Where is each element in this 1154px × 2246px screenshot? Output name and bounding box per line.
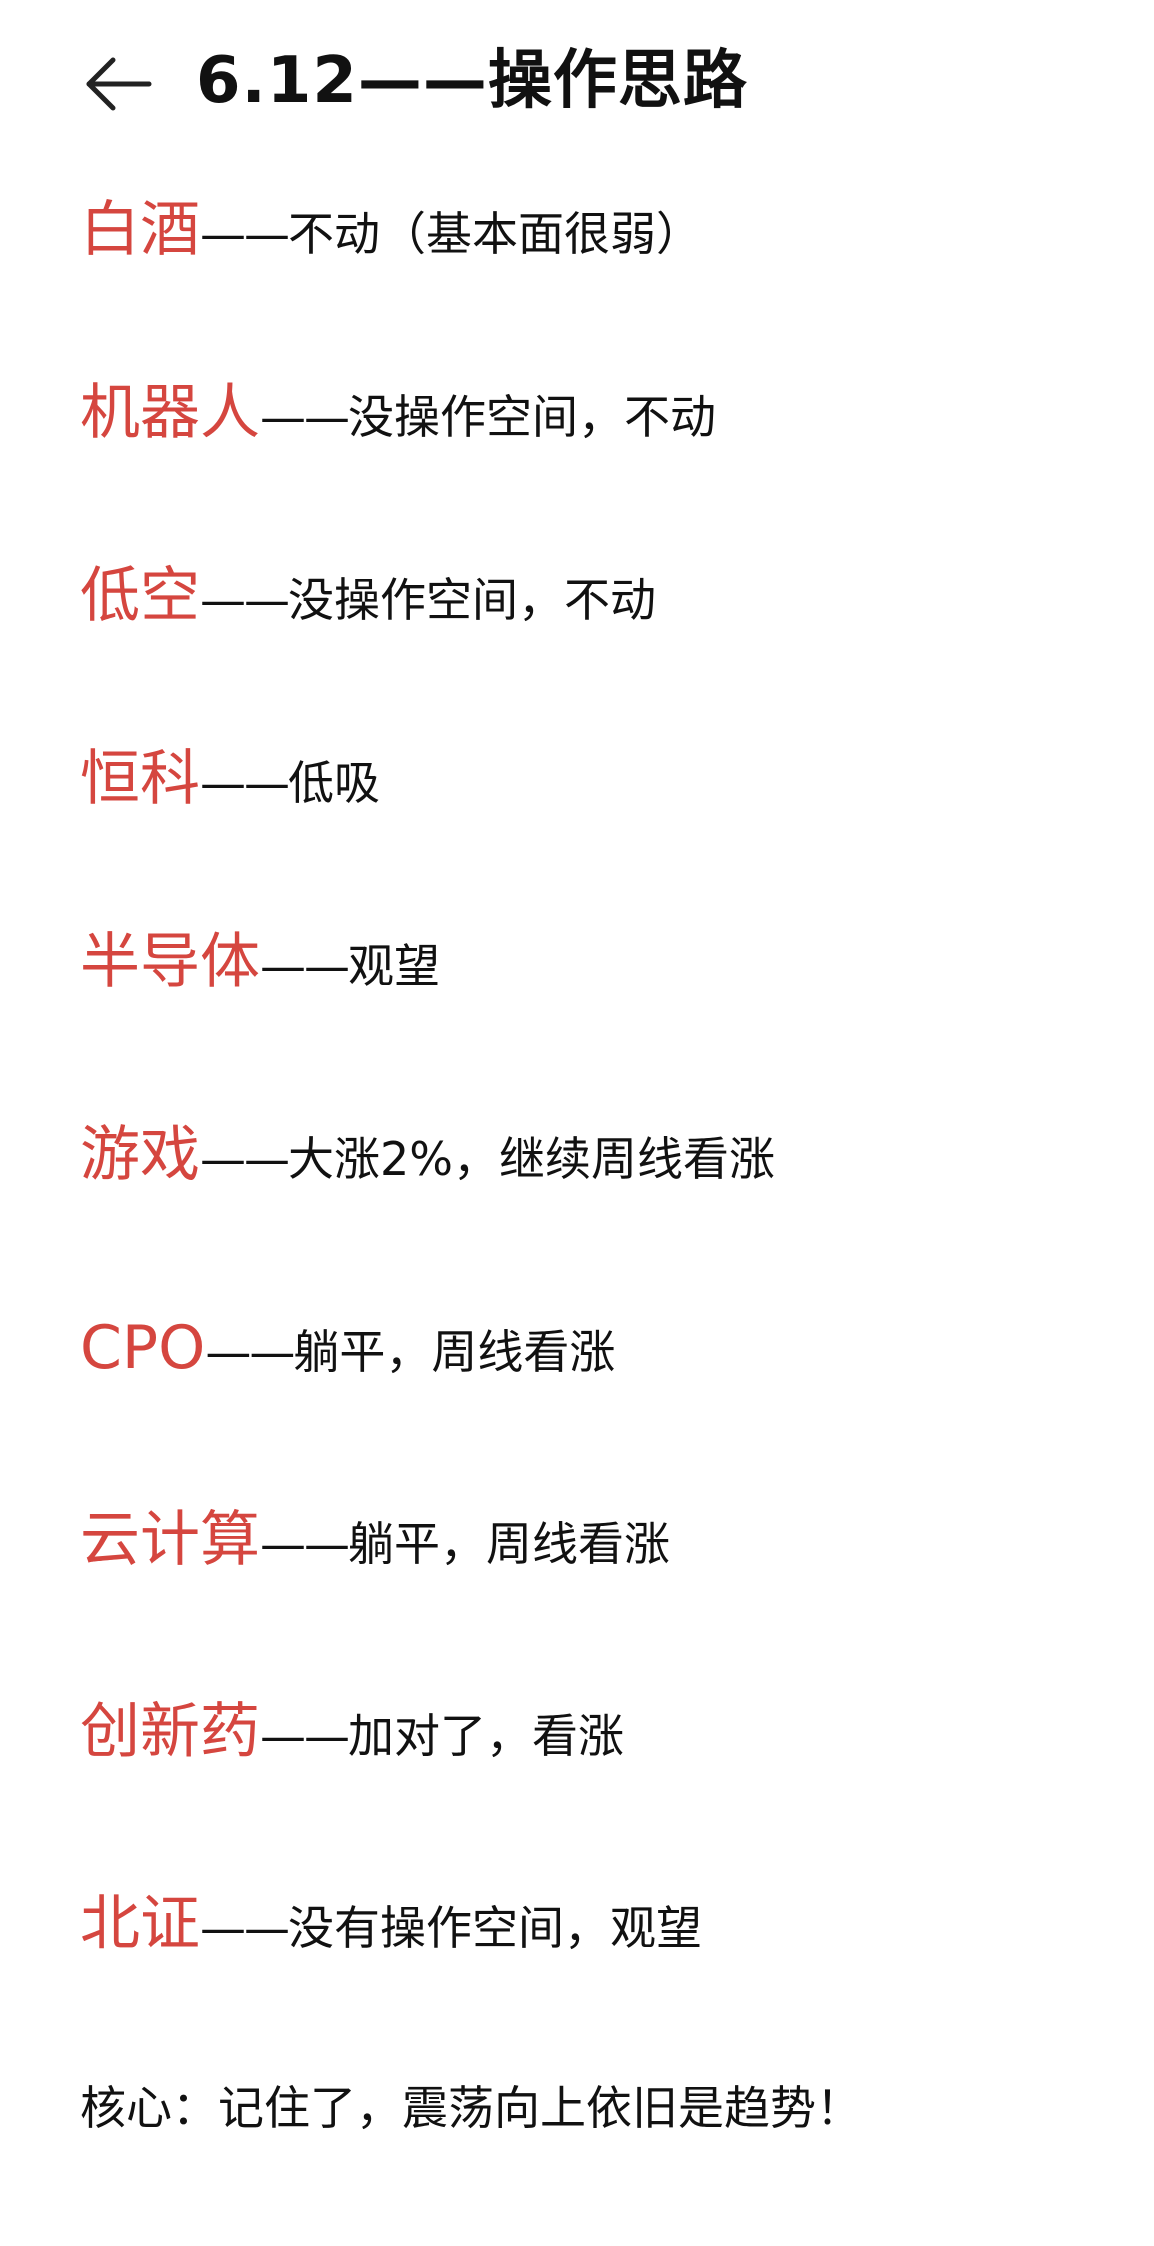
- note-line-cpo: CPO —— 躺平，周线看涨: [80, 1308, 615, 1392]
- em-dash: ——: [200, 1132, 290, 1186]
- em-dash: ——: [200, 573, 290, 627]
- sector-name: 半导体: [80, 927, 260, 997]
- summary-text: 核心：记住了，震荡向上依旧是趋势！: [80, 2081, 862, 2135]
- em-dash: ——: [260, 939, 350, 993]
- sector-name: 游戏: [80, 1120, 200, 1190]
- sector-name: 低空: [80, 561, 200, 631]
- back-arrow-icon: [86, 57, 152, 111]
- note-line-innovative-drugs: 创新药 —— 加对了，看涨: [80, 1692, 624, 1776]
- em-dash: ——: [200, 207, 290, 261]
- sector-name: CPO: [80, 1313, 206, 1383]
- note-line-low-altitude: 低空 —— 没操作空间，不动: [80, 556, 656, 640]
- em-dash: ——: [205, 1325, 295, 1379]
- sector-name: 创新药: [80, 1697, 260, 1767]
- em-dash: ——: [260, 1709, 350, 1763]
- action-text: 大涨2%，继续周线看涨: [288, 1132, 775, 1186]
- action-text: 没操作空间，不动: [348, 390, 716, 444]
- action-text: 没有操作空间，观望: [288, 1901, 702, 1955]
- sector-name: 恒科: [80, 744, 200, 814]
- action-text: 躺平，周线看涨: [293, 1325, 616, 1379]
- sector-name: 云计算: [80, 1505, 260, 1575]
- note-line-hang-seng-tech: 恒科 —— 低吸: [80, 739, 380, 823]
- action-text: 不动（基本面很弱）: [288, 207, 702, 261]
- em-dash: ——: [200, 1901, 290, 1955]
- page-title: 6.12——操作思路: [196, 44, 748, 118]
- em-dash: ——: [260, 390, 350, 444]
- note-line-robotics: 机器人 —— 没操作空间，不动: [80, 373, 716, 457]
- action-text: 躺平，周线看涨: [348, 1517, 670, 1571]
- action-text: 观望: [348, 939, 440, 993]
- action-text: 低吸: [288, 756, 380, 810]
- action-text: 没操作空间，不动: [288, 573, 656, 627]
- back-button[interactable]: [78, 44, 158, 124]
- action-text: 加对了，看涨: [348, 1709, 624, 1763]
- em-dash: ——: [200, 756, 290, 810]
- header-bar: 6.12——操作思路: [0, 0, 1154, 170]
- note-line-cloud-computing: 云计算 —— 躺平，周线看涨: [80, 1500, 670, 1584]
- sector-name: 白酒: [80, 195, 200, 265]
- note-line-baijiu: 白酒 —— 不动（基本面很弱）: [80, 190, 702, 274]
- sector-name: 北证: [80, 1889, 200, 1959]
- sector-name: 机器人: [80, 378, 260, 448]
- note-line-semiconductor: 半导体 —— 观望: [80, 922, 440, 1006]
- note-line-gaming: 游戏 —— 大涨2%，继续周线看涨: [80, 1115, 775, 1199]
- em-dash: ——: [260, 1517, 350, 1571]
- note-line-beijing-exchange: 北证 —— 没有操作空间，观望: [80, 1884, 702, 1968]
